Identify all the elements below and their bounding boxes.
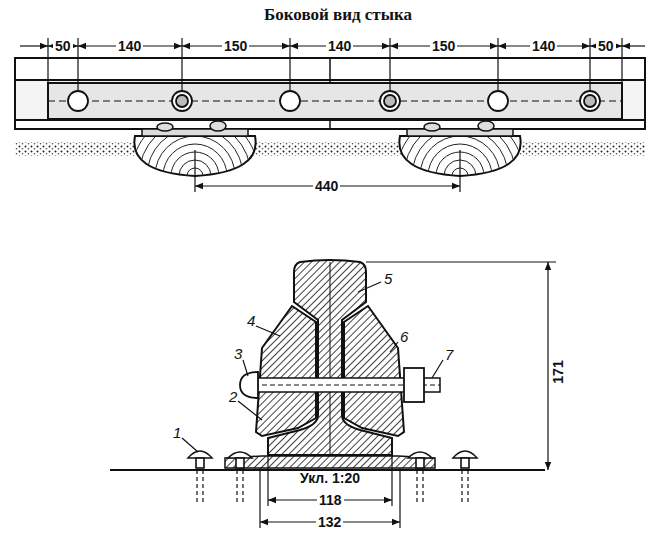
dimension: 118 — [317, 493, 344, 507]
dimension: 132 — [316, 515, 343, 529]
ballast — [15, 142, 645, 156]
dimension: 140 — [326, 39, 353, 53]
callout-number: 3 — [232, 346, 244, 361]
dimension: 171 — [551, 358, 565, 385]
callout-number: 4 — [245, 313, 257, 328]
dimension: 440 — [313, 179, 340, 193]
dimension: 140 — [530, 39, 557, 53]
callout-number: 2 — [227, 389, 239, 404]
dimension-lines — [20, 38, 645, 192]
callout-number: 6 — [398, 329, 410, 344]
callout-number: 5 — [382, 271, 394, 286]
dimension: 50 — [596, 39, 616, 53]
dimension: 140 — [116, 39, 143, 53]
fishplate-side — [48, 83, 622, 119]
title: Боковой вид стыка — [262, 6, 414, 23]
rail-side-view — [15, 58, 645, 129]
callout-number: 7 — [443, 347, 455, 362]
dimension: 150 — [430, 39, 457, 53]
dimension: 150 — [222, 39, 249, 53]
rail-cross-section — [110, 260, 556, 528]
sleepers — [131, 112, 524, 240]
slope-note: Укл. 1:20 — [298, 471, 362, 485]
dimension: 50 — [53, 39, 73, 53]
callout-number: 1 — [171, 425, 183, 440]
